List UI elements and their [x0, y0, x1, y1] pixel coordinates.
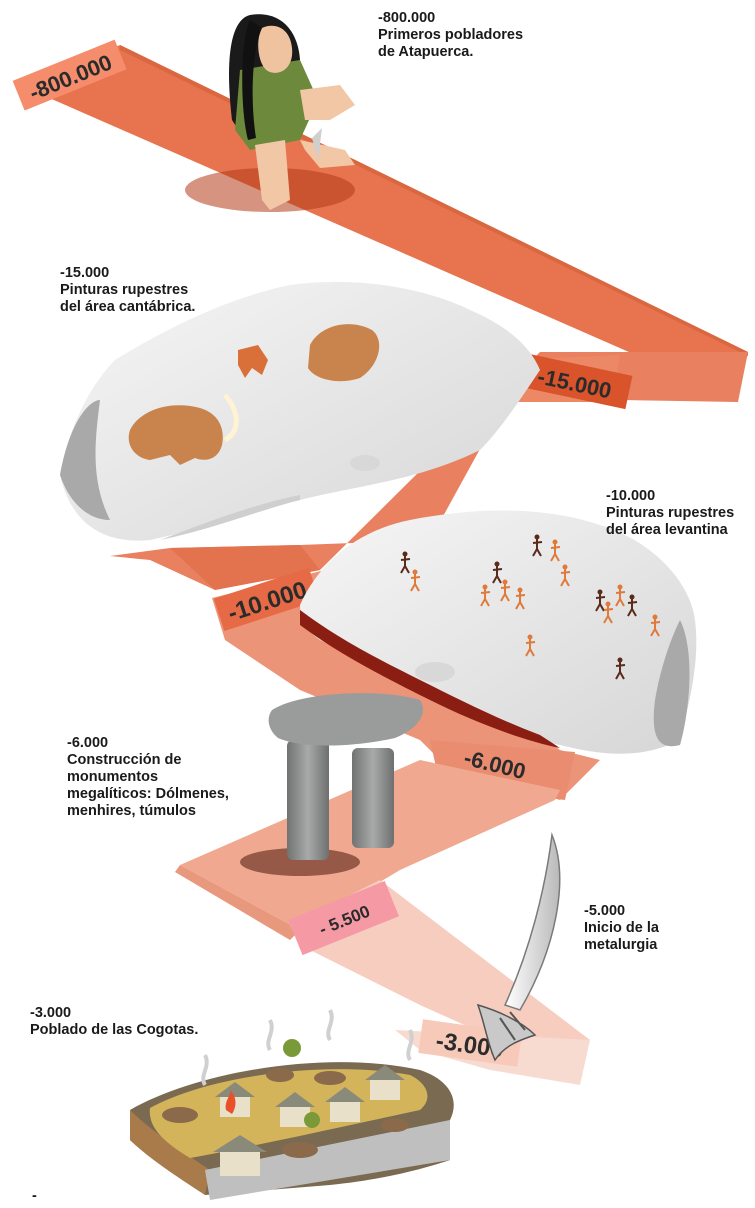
- caption-cogotas-line-1: Poblado de las Cogotas.: [30, 1022, 198, 1039]
- caption-cantabrica: -15.000 Pinturas rupestres del área cant…: [60, 265, 195, 316]
- caption-metalurgia-line-1: Inicio de la: [584, 920, 659, 937]
- caption-levantina-year: -10.000: [606, 488, 734, 505]
- caption-cantabrica-line-1: Pinturas rupestres: [60, 282, 195, 299]
- caption-metalurgia: -5.000 Inicio de la metalurgia: [584, 903, 659, 954]
- caption-atapuerca-year: -800.000: [378, 10, 523, 27]
- cantabrian-rock-illustration: [60, 282, 540, 541]
- caption-megaliticos-year: -6.000: [67, 735, 229, 752]
- caption-cantabrica-year: -15.000: [60, 265, 195, 282]
- caption-bottom-fragment: -: [32, 1188, 37, 1205]
- caption-atapuerca-line-2: de Atapuerca.: [378, 44, 523, 61]
- village-illustration: [130, 1039, 454, 1200]
- caption-atapuerca: -800.000 Primeros pobladores de Atapuerc…: [378, 10, 523, 61]
- caption-atapuerca-line-1: Primeros pobladores: [378, 27, 523, 44]
- caption-levantina-line-2: del área levantina: [606, 522, 734, 539]
- caption-metalurgia-line-2: metalurgia: [584, 937, 659, 954]
- caption-cogotas: -3.000 Poblado de las Cogotas.: [30, 1005, 198, 1039]
- caption-levantina: -10.000 Pinturas rupestres del área leva…: [606, 488, 734, 539]
- smoke-plume: [328, 1010, 331, 1040]
- smoke-plume: [268, 1020, 271, 1050]
- caption-metalurgia-year: -5.000: [584, 903, 659, 920]
- caption-cogotas-year: -3.000: [30, 1005, 198, 1022]
- caption-megaliticos: -6.000 Construcción de monumentos megalí…: [67, 735, 229, 820]
- caption-megaliticos-line-2: monumentos: [67, 769, 229, 786]
- caption-cantabrica-line-2: del área cantábrica.: [60, 299, 195, 316]
- caption-megaliticos-line-3: megalíticos: Dólmenes,: [67, 786, 229, 803]
- caption-levantina-line-1: Pinturas rupestres: [606, 505, 734, 522]
- caption-megaliticos-line-1: Construcción de: [67, 752, 229, 769]
- caption-megaliticos-line-4: menhires, túmulos: [67, 803, 229, 820]
